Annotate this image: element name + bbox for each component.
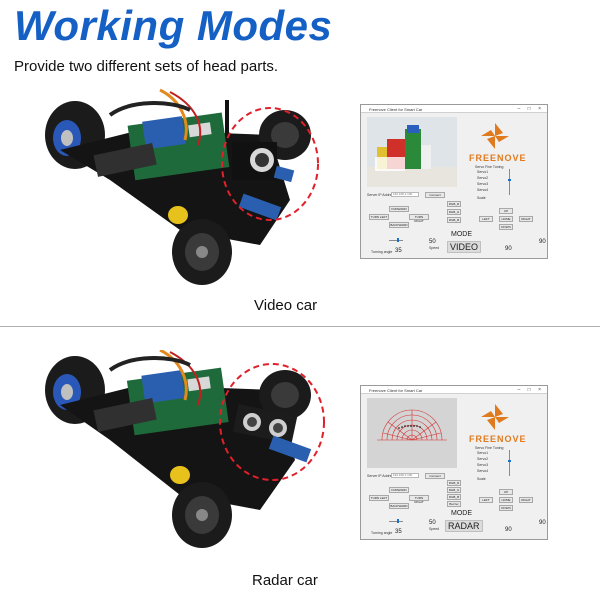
head-left-button[interactable]: LEFT [479,497,493,503]
page-subtitle: Provide two different sets of head parts… [14,58,279,75]
forward-button[interactable]: FORWARD [389,487,409,493]
speed-value: 50 [429,520,436,526]
ip-label: Server IP Address: [367,474,397,478]
radar-car-label: Radar car [252,572,318,589]
rgb-b-button[interactable]: RGB_B [447,494,461,500]
turning-angle-label: Turning angle [371,531,393,535]
video-car-photo [45,88,319,285]
window-title: Freenove Client for Smart Car [369,107,423,112]
turn-right-button[interactable]: TURN RIGHT [409,495,429,504]
pan-value: 90 [505,246,512,252]
front-wheel-icon [172,219,232,285]
scale-label: Scale [477,196,486,200]
head-up-button[interactable]: UP [499,489,513,495]
video-feed [367,117,457,187]
servo2-label: Servo2 [477,176,489,180]
ip-input[interactable]: 192.168.1.100 [391,192,419,197]
turning-angle-label: Turning angle [371,250,393,254]
servo1-label: Servo1 [477,170,489,174]
window-controls[interactable]: – □ × [517,387,544,393]
scale-label: Scale [477,477,486,481]
mode-label: MODE [451,231,472,238]
servo2-label: Servo2 [477,457,489,461]
camera-module-icon [232,142,295,221]
radar-client-window: Freenove Client for Smart Car – □ × [360,385,548,540]
servo4-label: Servo4 [477,469,489,473]
page-title: Working Modes [14,2,333,49]
rgb-g-button[interactable]: RGB_G [447,209,461,215]
forward-button[interactable]: FORWARD [389,206,409,212]
tilt-value: 90 [539,239,546,245]
video-client-window: Freenove Client for Smart Car – □ × FREEN… [360,104,548,259]
turning-angle-value: 35 [395,248,402,254]
turning-angle-knob[interactable] [397,238,399,242]
ip-label: Server IP Address: [367,193,397,197]
backward-button[interactable]: BACKWARD [389,503,409,509]
servo-slider-knob[interactable] [508,460,511,462]
servo-panel-label: Servo Fine Tuning [475,446,504,450]
camera-highlight-circle [221,107,319,221]
head-home-button[interactable]: HOME [499,216,513,222]
connect-button[interactable]: Connect [425,473,445,479]
servo3-label: Servo3 [477,182,489,186]
rgb-b-button[interactable]: RGB_B [447,217,461,223]
window-title: Freenove Client for Smart Car [369,388,423,393]
turn-left-button[interactable]: TURN LEFT [369,495,389,501]
ip-input[interactable]: 192.168.1.100 [391,473,419,478]
turn-left-button[interactable]: TURN LEFT [369,214,389,220]
servo1-label: Servo1 [477,451,489,455]
servo4-label: Servo4 [477,188,489,192]
pan-value: 90 [505,527,512,533]
servo-slider[interactable] [509,169,510,195]
speed-label: Speed [429,246,440,250]
turning-angle-slider[interactable] [389,521,403,522]
servo-slider-knob[interactable] [508,179,511,181]
video-car-label: Video car [254,297,318,314]
turning-angle-slider[interactable] [389,240,403,241]
head-down-button[interactable]: DOWN [499,224,513,230]
head-left-button[interactable]: LEFT [479,216,493,222]
speed-label: Speed [429,527,440,531]
speed-value: 50 [429,239,436,245]
servo3-label: Servo3 [477,463,489,467]
freenove-logo-icon [481,404,509,430]
head-up-button[interactable]: UP [499,208,513,214]
window-controls[interactable]: – □ × [517,106,544,112]
front-wheel-icon [259,370,311,420]
head-down-button[interactable]: DOWN [499,505,513,511]
backward-button[interactable]: BACKWARD [389,222,409,228]
connect-button[interactable]: Connect [425,192,445,198]
rgb-r-button[interactable]: RGB_R [447,480,461,486]
turn-right-button[interactable]: TURN RIGHT [409,214,429,223]
brand-name: FREENOVE [469,434,527,444]
freenove-logo-icon [481,123,509,149]
sensor-highlight-circle [219,363,325,481]
tilt-value: 90 [539,520,546,526]
ultrasonic-sensor-icon [232,404,312,463]
head-right-button[interactable]: RIGHT [519,497,533,503]
buzzer-button[interactable]: Buzzer [447,501,461,507]
radar-display [367,398,457,468]
mode-value[interactable]: RADAR [445,520,483,532]
mode-value[interactable]: VIDEO [447,241,482,253]
front-wheel-icon [172,482,232,548]
section-divider [0,326,600,327]
head-right-button[interactable]: RIGHT [519,216,533,222]
rgb-g-button[interactable]: RGB_G [447,487,461,493]
brand-name: FREENOVE [469,153,527,163]
mode-label: MODE [451,510,472,517]
rgb-r-button[interactable]: RGB_R [447,201,461,207]
turning-angle-knob[interactable] [397,519,399,523]
servo-slider[interactable] [509,450,510,476]
radar-car-photo [45,350,325,548]
servo-panel-label: Servo Fine Tuning [475,165,504,169]
turning-angle-value: 35 [395,529,402,535]
head-home-button[interactable]: HOME [499,497,513,503]
